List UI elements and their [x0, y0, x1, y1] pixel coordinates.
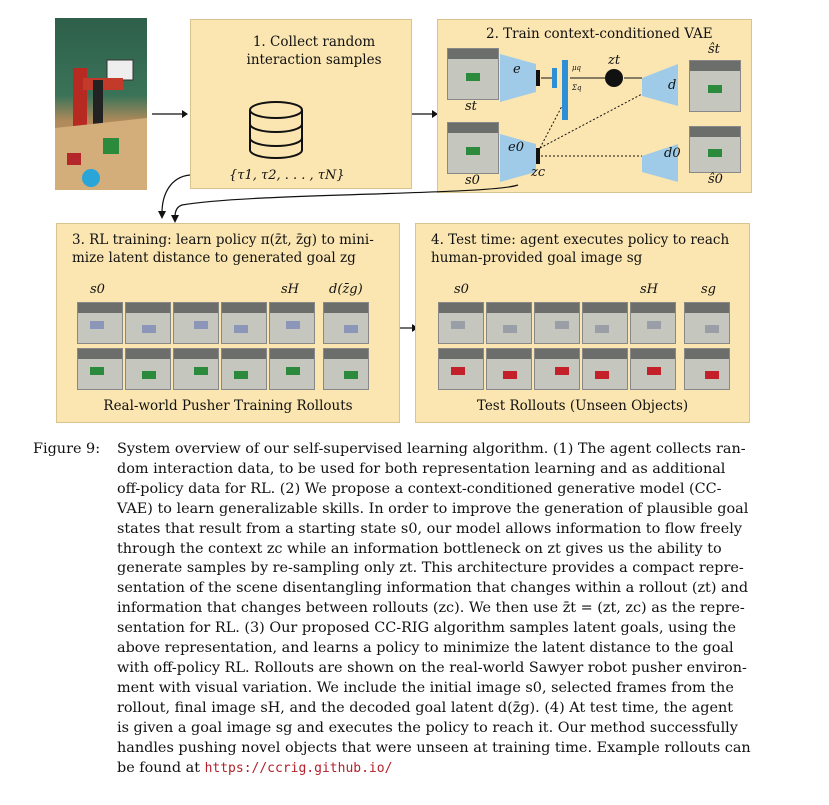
- label-s0: s0: [465, 173, 480, 188]
- rollout-frame: [269, 302, 315, 344]
- rl-rollout-frames: [77, 302, 377, 392]
- database-icon: [249, 101, 303, 159]
- rollout-frame: [323, 302, 369, 344]
- caption-line: ment with visual variation. We include t…: [117, 679, 734, 696]
- test-footer: Test Rollouts (Unseen Objects): [476, 398, 689, 414]
- rl-label-s0: s0: [90, 282, 105, 297]
- caption-line: off-policy data for RL. (2) We propose a…: [117, 480, 722, 497]
- caption-line: sentation of the scene disentangling inf…: [117, 580, 749, 597]
- panel-rl-title: 3. RL training: learn policy π(z̄t, z̄g)…: [72, 232, 374, 266]
- label-st-hat: ŝt: [708, 42, 720, 57]
- rollout-frame: [486, 348, 532, 390]
- decoder-d-label: d: [668, 78, 677, 93]
- latent-zc-label: zc: [531, 165, 546, 180]
- rl-label-goal: d(z̄g): [329, 282, 363, 297]
- caption-line: handles pushing novel objects that were …: [117, 739, 751, 756]
- rollout-frame: [582, 348, 628, 390]
- arrows-to-rl: [158, 174, 519, 223]
- caption-line: information that changes between rollout…: [117, 600, 745, 617]
- latent-zt-label: zt: [608, 53, 621, 68]
- rollout-frame: [125, 348, 171, 390]
- image-s0: [447, 122, 499, 174]
- rollout-frame: [173, 302, 219, 344]
- image-st-hat: [689, 60, 741, 112]
- rollout-frame: [486, 302, 532, 344]
- rollout-frame: [534, 302, 580, 344]
- rollout-frame: [269, 348, 315, 390]
- panel-test-title: 4. Test time: agent executes policy to r…: [431, 232, 730, 266]
- rollout-frame: [125, 302, 171, 344]
- panel-vae-title: 2. Train context-conditioned VAE: [486, 26, 713, 42]
- caption-line: dom interaction data, to be used for bot…: [117, 460, 726, 477]
- test-label-sH: sH: [640, 282, 659, 297]
- mu-label: μq: [572, 64, 582, 72]
- arrow-collect-to-vae: [412, 110, 438, 118]
- figure-label: Figure 9:: [33, 441, 101, 457]
- label-st: st: [465, 99, 477, 114]
- rollout-frame: [221, 302, 267, 344]
- caption-line: sentation for RL. (3) Our proposed CC-RI…: [117, 620, 736, 637]
- arrow-photo-to-collect: [152, 110, 188, 118]
- rollout-frame: [630, 348, 676, 390]
- caption-line: is given a goal image sg and executes th…: [117, 719, 738, 736]
- rollout-frame: [684, 348, 730, 390]
- panel-collect-title: 1. Collect random interaction samples: [246, 34, 382, 68]
- caption-line: states that result from a starting state…: [117, 520, 742, 537]
- panel-vae: 2. Train context-conditioned VAE st e d …: [437, 19, 752, 193]
- caption-line: generate samples by re-sampling only zt.…: [117, 560, 744, 577]
- robot-photo: [55, 18, 147, 190]
- image-s0-hat: [689, 126, 741, 173]
- panel-rl: 3. RL training: learn policy π(z̄t, z̄g)…: [56, 223, 400, 423]
- sigma-label: Σq: [572, 84, 582, 92]
- rollout-frame: [438, 302, 484, 344]
- rollout-frame: [438, 348, 484, 390]
- test-rollout-frames: [438, 302, 738, 392]
- rollout-frame: [684, 302, 730, 344]
- rl-label-sH: sH: [281, 282, 300, 297]
- image-st: [447, 48, 499, 100]
- caption-url-prefix: be found at: [117, 759, 205, 776]
- label-s0-hat: ŝ0: [708, 172, 723, 187]
- caption-line: above representation, and learns a polic…: [117, 640, 734, 657]
- encoder-e0-label: e0: [508, 140, 524, 155]
- vae-diagram: [500, 54, 678, 182]
- caption-line: VAE) to learn generalizable skills. In o…: [117, 500, 749, 517]
- rollout-frame: [77, 348, 123, 390]
- rollout-frame: [630, 302, 676, 344]
- test-label-sg: sg: [701, 282, 716, 297]
- panel-collect: 1. Collect random interaction samples {τ…: [190, 19, 412, 189]
- test-label-s0: s0: [454, 282, 469, 297]
- rollout-frame: [582, 302, 628, 344]
- samples-set: {τ1, τ2, . . . , τN}: [229, 168, 345, 183]
- rollout-frame: [77, 302, 123, 344]
- caption-line: System overview of our self-supervised l…: [117, 441, 746, 457]
- caption-line: through the context zc while an informat…: [117, 540, 722, 557]
- panel-test: 4. Test time: agent executes policy to r…: [415, 223, 750, 423]
- caption-line: with off-policy RL. Rollouts are shown o…: [117, 659, 747, 676]
- caption-body: System overview of our self-supervised l…: [117, 440, 772, 778]
- caption-line-last: be found at https://ccrig.github.io/: [117, 759, 772, 779]
- rollout-frame: [534, 348, 580, 390]
- caption-line: rollout, final image sH, and the decoded…: [117, 699, 734, 716]
- decoder-d0-label: d0: [664, 146, 681, 161]
- rollout-frame: [323, 348, 369, 390]
- rollout-frame: [173, 348, 219, 390]
- project-url-link[interactable]: https://ccrig.github.io/: [204, 760, 393, 776]
- rl-footer: Real-world Pusher Training Rollouts: [103, 398, 353, 414]
- encoder-e-label: e: [513, 62, 521, 77]
- rollout-frame: [221, 348, 267, 390]
